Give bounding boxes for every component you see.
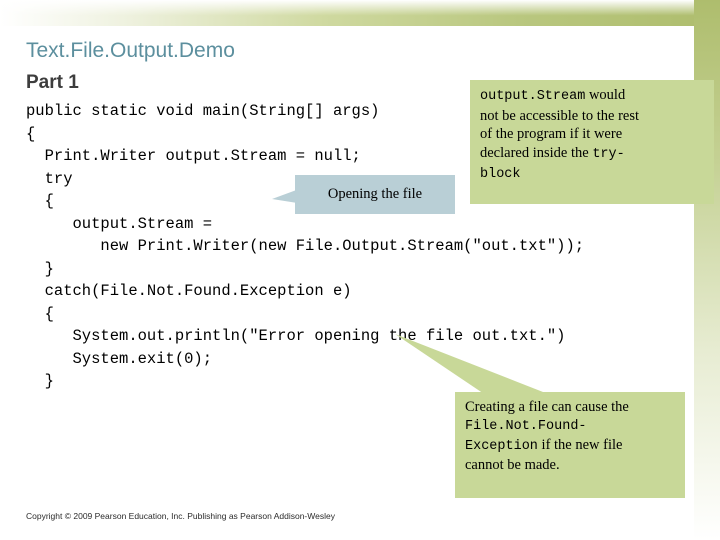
- callout-scope-line5-mono: block: [480, 167, 521, 182]
- callout-scope-line4-pre: declared inside the: [480, 144, 593, 161]
- callout-scope-line3: of the program if it were: [480, 126, 623, 142]
- callout-scope-line1-rest: would: [585, 87, 626, 103]
- callout-creating-line3: Exception if the new file: [465, 436, 677, 456]
- callout-creating-file: Creating a file can cause the File.Not.F…: [455, 392, 685, 498]
- callout-creating-line3-rest: if the new file: [537, 437, 623, 453]
- callout-scope-line4: declared inside the try-: [480, 144, 706, 165]
- callout-scope-line1-mono: output.Stream: [480, 89, 586, 104]
- callout-scope-explanation: output.Stream would not be accessible to…: [470, 80, 714, 204]
- callout-creating-line3-mono: Exception: [465, 439, 538, 454]
- callout-scope-line4-mono: try-: [592, 146, 625, 162]
- top-band-highlight: [0, 0, 720, 26]
- callout-scope-line2: not be accessible to the rest: [480, 107, 640, 124]
- top-decorative-band: [0, 0, 720, 26]
- page-subtitle: Part 1: [26, 72, 79, 93]
- callout-creating-line4: cannot be made.: [465, 457, 560, 473]
- callout-creating-line2: File.Not.Found-: [465, 419, 587, 434]
- callout-scope-line5: block: [480, 164, 706, 185]
- callout-creating-line1: Creating a file can cause the: [465, 399, 629, 415]
- callout-opening-the-file: Opening the file: [295, 175, 455, 214]
- page-title: Text.File.Output.Demo: [26, 39, 235, 62]
- copyright-footer: Copyright © 2009 Pearson Education, Inc.…: [26, 511, 335, 521]
- creating-callout-pointer: [395, 334, 543, 408]
- code-block: public static void main(String[] args) {…: [26, 102, 585, 390]
- callout-scope-line1: output.Stream would: [480, 86, 706, 107]
- callout-opening-text: Opening the file: [327, 186, 423, 202]
